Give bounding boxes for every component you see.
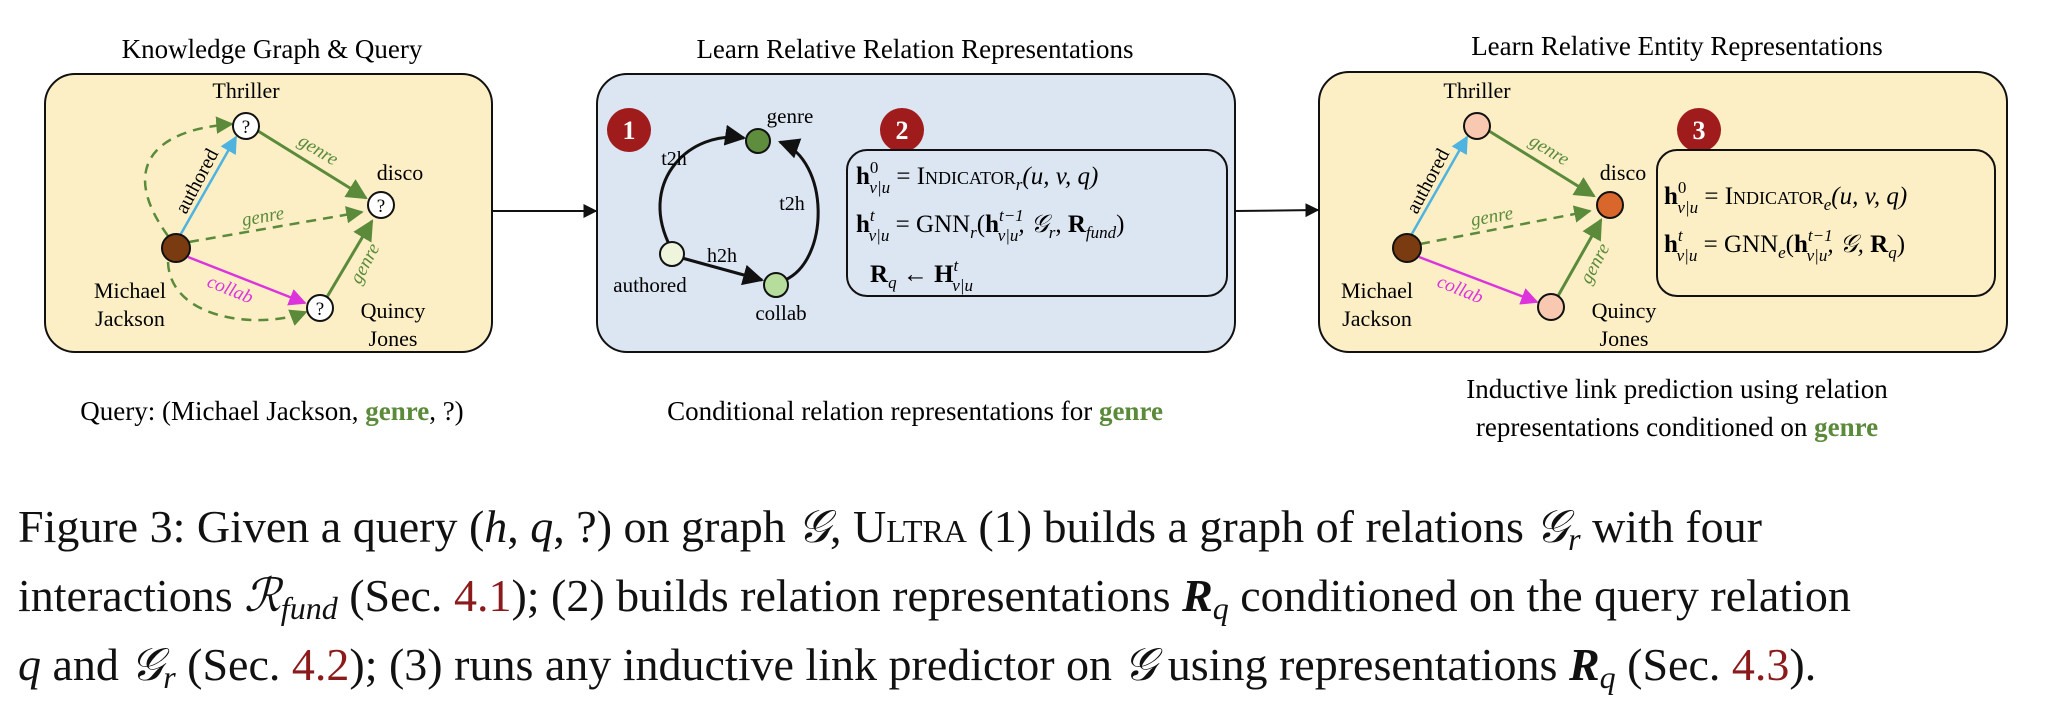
label-quincy: Quincy [361, 298, 426, 323]
label-thriller: Thriller [212, 78, 280, 103]
p3-edge-collab [1418, 255, 1539, 305]
rel-label-collab: collab [755, 301, 806, 325]
panel3-caption-relation: genre [1814, 412, 1878, 442]
label-disco: disco [377, 160, 423, 185]
p3-edge-genre-right [1556, 218, 1603, 297]
panel3-caption-line2: representations conditioned on genre [1476, 412, 1878, 442]
node-disco [367, 191, 395, 219]
edge-dashed-authored [143, 116, 234, 237]
p3-label-michael: Michael [1341, 278, 1413, 303]
rel-edge-label-h2h: h2h [707, 245, 737, 267]
rel-label-authored: authored [613, 273, 687, 297]
badge-1 [607, 108, 651, 152]
node-quincy-mark: ? [316, 299, 324, 320]
figure-diagram: Knowledge Graph & Query ? ? ? Thriller d… [44, 31, 2008, 442]
p3-node-quincy [1537, 293, 1565, 321]
label-jones: Jones [369, 326, 418, 351]
panel1-box [44, 73, 493, 353]
badge-3 [1677, 108, 1721, 152]
p3-node-thriller [1463, 112, 1491, 140]
figure-label: Figure 3: [18, 501, 186, 552]
badge-2 [880, 108, 924, 152]
p3-node-michael-jackson [1392, 233, 1422, 263]
edge-collab [187, 255, 307, 306]
p3-label-jackson: Jackson [1342, 306, 1412, 331]
p3-label-thriller: Thriller [1443, 78, 1511, 103]
panel3-equation-box [1656, 149, 1996, 297]
caption-line-2: interactions ℛfund (Sec. 4.1); (2) build… [18, 568, 1851, 626]
rel-edge-t2h-left [658, 124, 747, 243]
p3-edge-genre-top [1488, 129, 1596, 198]
edge-genre-right [325, 219, 374, 298]
panel2-caption-relation: genre [1099, 396, 1163, 426]
label-michael: Michael [94, 278, 166, 303]
node-michael-jackson [161, 233, 191, 263]
edge-genre-query [188, 206, 364, 244]
caption-line-1: Figure 3: Given a query (h, q, ?) on gra… [18, 499, 1762, 557]
caption-line-3: q and 𝒢r (Sec. 4.2); (3) runs any induct… [18, 637, 1817, 695]
panel2-equation-box [846, 149, 1228, 297]
panel2-title: Learn Relative Relation Representations [696, 34, 1133, 64]
panel1-title: Knowledge Graph & Query [122, 34, 423, 64]
rel-node-genre [745, 128, 771, 154]
caption-sec-link-2[interactable]: 4.2 [291, 639, 350, 690]
node-thriller [232, 112, 260, 140]
rel-label-genre: genre [767, 104, 814, 128]
node-quincy [306, 294, 334, 322]
query-relation: genre [365, 396, 429, 426]
rel-edge-label-t2h-left: t2h [661, 148, 687, 170]
rel-edge-label-t2h-right: t2h [779, 193, 805, 215]
p3-edge-genre-query [1419, 205, 1592, 246]
edge-dashed-collab [166, 261, 308, 326]
panel3-title: Learn Relative Entity Representations [1471, 31, 1883, 61]
node-disco-mark: ? [377, 196, 385, 217]
rel-node-collab [763, 272, 789, 298]
p3-label-jones: Jones [1600, 326, 1649, 351]
p3-label-disco: disco [1600, 160, 1646, 185]
edge-genre-top [257, 129, 368, 200]
p3-node-disco [1596, 191, 1624, 219]
rel-edge-h2h [681, 256, 765, 286]
rel-edge-t2h-right [778, 138, 820, 282]
panel2-caption: Conditional relation representations for… [667, 396, 1163, 426]
caption-sec-link-3[interactable]: 4.3 [1731, 639, 1790, 690]
caption-sec-link-1[interactable]: 4.1 [453, 570, 512, 621]
p3-edge-authored [1407, 135, 1469, 240]
label-jackson: Jackson [95, 306, 165, 331]
figure-caption: Figure 3: Given a query (h, q, ?) on gra… [18, 498, 2048, 705]
rel-node-authored [659, 241, 685, 267]
edge-authored [176, 135, 238, 240]
panel3-caption-line1: Inductive link prediction using relation [1466, 374, 1888, 404]
badge-1-label: 1 [623, 116, 636, 145]
p3-label-quincy: Quincy [1592, 298, 1657, 323]
node-thriller-mark: ? [242, 117, 250, 138]
badge-2-label: 2 [896, 116, 909, 145]
arrow-panel2-to-panel3 [1234, 203, 1320, 218]
query-text: Query: (Michael Jackson, genre, ?) [80, 396, 463, 426]
badge-3-label: 3 [1693, 116, 1706, 145]
ultra-name: Ultra [853, 501, 967, 552]
